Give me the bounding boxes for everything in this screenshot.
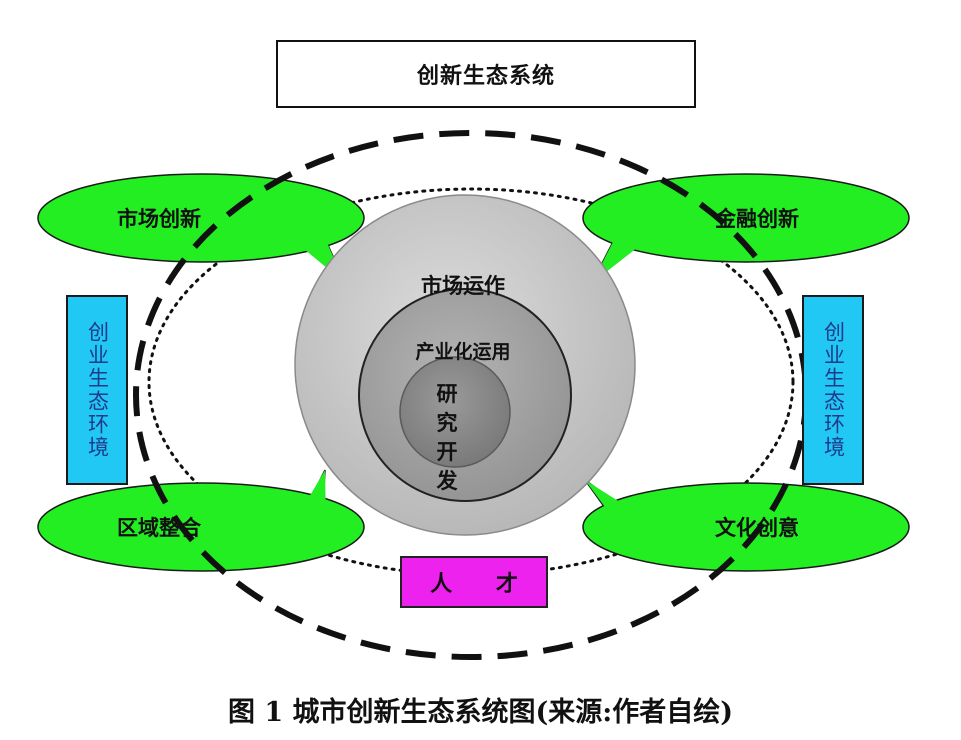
label-rd-char-3: 开 bbox=[437, 439, 458, 464]
label-rd-char-1: 研 bbox=[437, 381, 458, 406]
label-finance-innovation: 金融创新 bbox=[714, 206, 799, 231]
bubble-cultural-creativity bbox=[582, 479, 910, 572]
label-industrialization: 产业化运用 bbox=[415, 340, 510, 363]
bubble-market-innovation bbox=[37, 173, 365, 284]
label-market-operation: 市场运作 bbox=[421, 273, 505, 298]
bubble-regional-integration bbox=[37, 469, 365, 572]
environment-label-left: 创业生态环境 bbox=[85, 321, 110, 459]
environment-label-right: 创业生态环境 bbox=[821, 321, 846, 459]
label-cultural-creativity: 文化创意 bbox=[715, 515, 799, 540]
label-regional-integration: 区域整合 bbox=[117, 515, 202, 540]
environment-box-right: 创业生态环境 bbox=[802, 295, 864, 485]
circle-research-development bbox=[399, 356, 511, 468]
label-rd-char-4: 发 bbox=[436, 468, 459, 493]
label-market-innovation: 市场创新 bbox=[117, 206, 201, 231]
figure-caption: 图 1 城市创新生态系统图(来源:作者自绘) bbox=[227, 697, 734, 728]
label-rd-char-2: 究 bbox=[437, 410, 458, 435]
environment-box-left: 创业生态环境 bbox=[66, 295, 128, 485]
diagram-title: 创新生态系统 bbox=[276, 40, 696, 108]
talent-box: 人 才 bbox=[400, 556, 548, 608]
